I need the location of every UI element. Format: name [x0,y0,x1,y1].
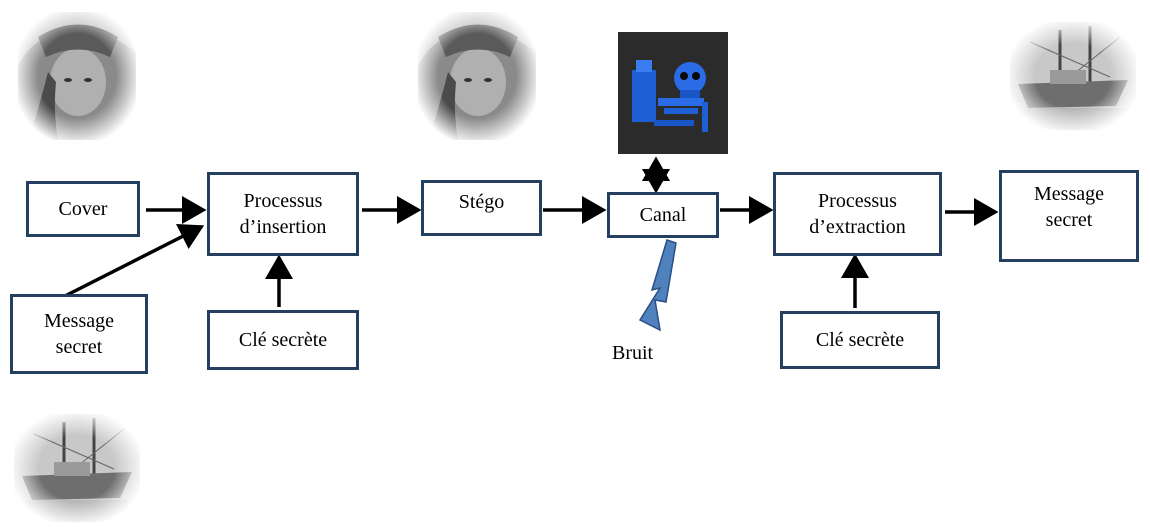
secret-message-output-box: Message secret [999,170,1139,262]
cover-image-portrait-icon [18,12,136,140]
channel-box: Canal [607,192,719,238]
skeleton-attacker-icon [618,32,728,154]
stego-box: Stégo [421,180,542,236]
arrow-message-to-insertion [64,224,205,298]
secret-message-input-box: Message secret [10,294,148,374]
extraction-secret-key-box: Clé secrète [780,311,940,369]
extraction-process-box: Processus d’extraction [773,172,942,256]
cover-box: Cover [26,181,140,237]
recovered-secret-boat-image-icon [1010,22,1136,130]
secret-boat-image-icon [14,414,140,522]
insertion-process-box: Processus d’insertion [207,172,359,256]
noise-label: Bruit [612,342,654,364]
insertion-secret-key-box: Clé secrète [207,310,359,370]
stego-image-portrait-icon [418,12,536,140]
noise-lightning-icon [638,239,677,332]
